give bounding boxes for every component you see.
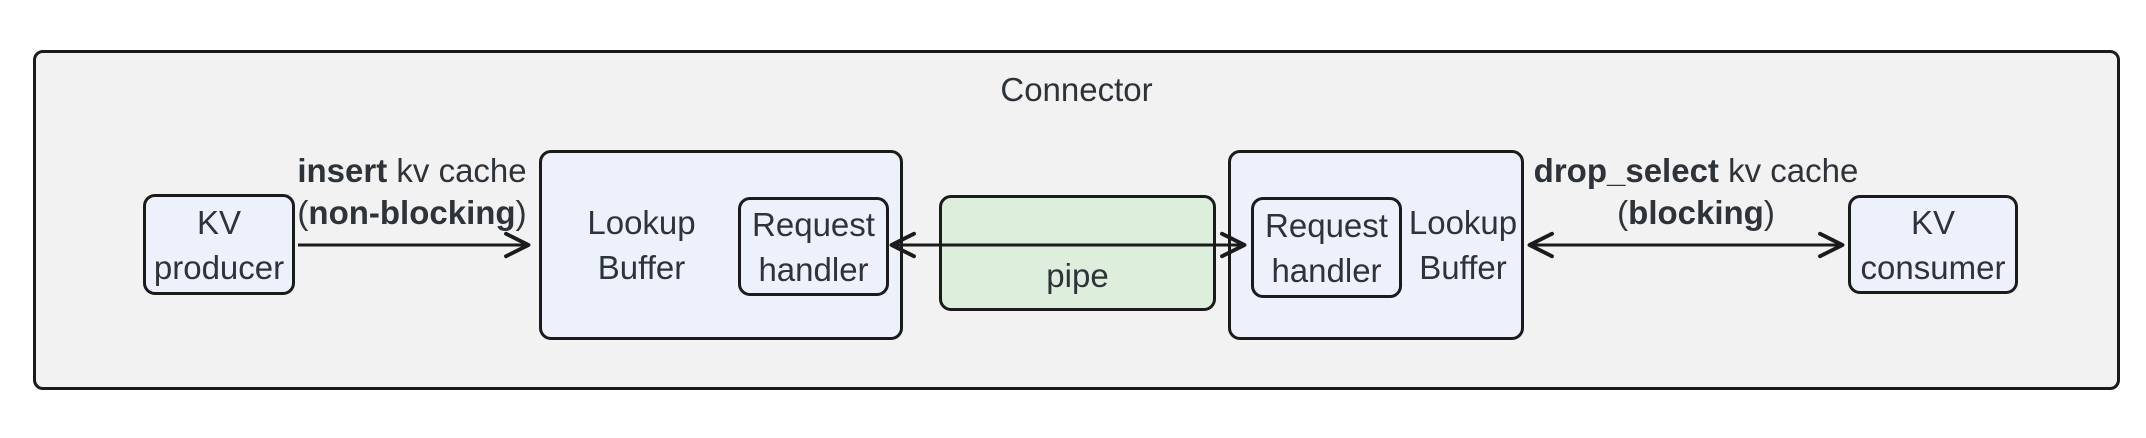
lookup-buffer-left-label: Lookup Buffer — [542, 153, 741, 337]
edge-label-drop-select: drop_select kv cache (blocking) — [1531, 150, 1861, 234]
edge-label-drop-select-mode: blocking — [1628, 194, 1764, 231]
connector-title: Connector — [1000, 71, 1153, 108]
edge-label-drop-select-line1: drop_select kv cache — [1531, 150, 1861, 192]
node-label-line: KV — [1910, 203, 1956, 241]
node-request-handler-right: Request handler — [1251, 197, 1402, 298]
edge-label-insert-line2: (non-blocking) — [287, 192, 537, 234]
node-request-handler-left: Request handler — [738, 197, 889, 296]
node-label-line: Buffer — [1419, 249, 1507, 286]
node-label-line: Lookup — [587, 204, 696, 241]
node-label-line: producer — [153, 248, 285, 286]
edge-label-insert: insert kv cache (non-blocking) — [287, 150, 537, 234]
edge-label-insert-open-paren: ( — [297, 194, 309, 231]
edge-label-insert-line1: insert kv cache — [287, 150, 537, 192]
edge-label-drop-select-close-paren: ) — [1763, 194, 1775, 231]
edge-label-drop-select-suffix: kv cache — [1718, 152, 1859, 189]
node-label-line: Buffer — [597, 249, 686, 286]
edge-label-drop-select-line2: (blocking) — [1531, 192, 1861, 234]
edge-label-drop-select-open-paren: ( — [1617, 194, 1629, 231]
edge-label-insert-keyword: insert — [297, 152, 388, 189]
node-label-line: consumer — [1860, 248, 2006, 286]
node-label-line: Request — [752, 205, 875, 243]
node-lookup-buffer-left: Lookup Buffer Request handler — [539, 150, 903, 340]
node-label-line: handler — [1271, 251, 1382, 289]
node-pipe: pipe — [939, 195, 1216, 311]
node-kv-producer: KV producer — [143, 194, 295, 295]
edge-label-insert-close-paren: ) — [515, 194, 527, 231]
node-lookup-buffer-right: Request handler Lookup Buffer — [1228, 150, 1524, 340]
node-label-line: Request — [1265, 206, 1388, 244]
lookup-buffer-right-label: Lookup Buffer — [1399, 153, 1527, 337]
node-label-line: Lookup — [1408, 204, 1518, 241]
node-kv-consumer: KV consumer — [1848, 195, 2018, 294]
pipe-label: pipe — [1046, 257, 1109, 294]
edge-label-insert-mode: non-blocking — [308, 194, 516, 231]
edge-label-drop-select-keyword: drop_select — [1533, 152, 1719, 189]
node-label-line: KV — [196, 203, 242, 241]
node-label-line: handler — [758, 250, 869, 288]
edge-label-insert-suffix: kv cache — [387, 152, 527, 189]
